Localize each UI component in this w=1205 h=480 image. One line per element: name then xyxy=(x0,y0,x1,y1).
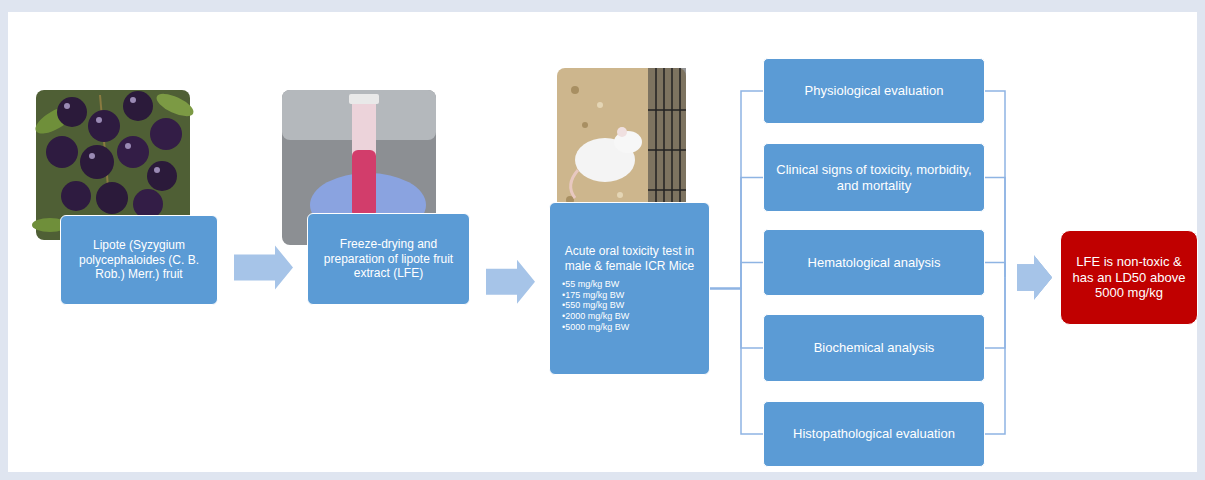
source-box: Lipote (Syzygium polycephaloides (C. B. … xyxy=(60,215,218,305)
bracket-connector xyxy=(710,289,763,349)
mouse-ear xyxy=(617,127,627,137)
bedding-chip xyxy=(571,86,579,94)
bracket-line xyxy=(710,289,763,349)
bracket-line xyxy=(710,289,763,435)
cage-grid xyxy=(648,68,686,220)
berry xyxy=(80,145,114,179)
arrow-shape xyxy=(234,246,293,290)
dose-item: •550 mg/kg BW xyxy=(558,300,701,311)
berry-highlight xyxy=(89,153,95,159)
box-label: Acute oral toxicity test in male & femal… xyxy=(558,244,701,273)
bracket-connector xyxy=(710,289,763,435)
dose-item: •2000 mg/kg BW xyxy=(558,311,701,322)
bracket-line xyxy=(985,91,1005,278)
bedding-chip xyxy=(582,122,588,128)
box-label: Freeze-drying and preparation of lipote … xyxy=(316,237,461,280)
dose-item: •55 mg/kg BW xyxy=(558,279,701,290)
box-label: Lipote (Syzygium polycephaloides (C. B. … xyxy=(69,238,209,281)
berry xyxy=(123,91,153,121)
mouse-tail xyxy=(571,170,578,198)
mouse-photo xyxy=(557,68,686,220)
cage-wire xyxy=(648,68,686,220)
leaf xyxy=(153,89,196,120)
box-label: Hematological analysis xyxy=(772,255,976,271)
test-box: Acute oral toxicity test in male & femal… xyxy=(549,202,710,375)
pink-extract xyxy=(352,150,376,218)
bracket-line xyxy=(710,263,763,289)
arrow-shape xyxy=(1017,256,1052,300)
arrow-shape xyxy=(1017,256,1052,300)
dose-item: •175 mg/kg BW xyxy=(558,290,701,301)
block-arrow xyxy=(234,246,293,290)
box-label: Clinical signs of toxicity, morbidity, a… xyxy=(772,162,976,193)
bracket-connector xyxy=(710,263,763,289)
arrow-shape xyxy=(1017,256,1052,300)
berry xyxy=(117,136,149,168)
berry xyxy=(88,110,120,142)
bracket-line xyxy=(985,178,1005,278)
tube-cap xyxy=(349,94,379,104)
berry-highlight xyxy=(154,167,160,173)
berry xyxy=(57,97,87,127)
process-box: Freeze-drying and preparation of lipote … xyxy=(307,213,470,305)
bracket-line xyxy=(985,278,1005,435)
analysis-box: Clinical signs of toxicity, morbidity, a… xyxy=(763,143,985,212)
bracket-connector xyxy=(985,256,1052,435)
berry-highlight xyxy=(125,143,131,149)
box-label: Histopathological evaluation xyxy=(772,426,976,442)
box-label: Biochemical analysis xyxy=(772,340,976,356)
bracket-connector xyxy=(985,256,1052,300)
bracket-line xyxy=(985,263,1005,278)
analysis-box: Histopathological evaluation xyxy=(763,401,985,467)
berry xyxy=(46,136,78,168)
box-label: Physiological evaluation xyxy=(772,83,976,99)
block-arrow xyxy=(486,260,535,304)
arrow-shape xyxy=(1017,256,1052,300)
berry xyxy=(147,161,177,191)
analysis-box: Hematological analysis xyxy=(763,229,985,296)
berry-highlight xyxy=(64,103,70,109)
bracket-connector xyxy=(710,91,763,289)
box-label: LFE is non-toxic & has an LD50 above 500… xyxy=(1069,254,1189,301)
berry xyxy=(61,181,91,211)
analysis-box: Physiological evaluation xyxy=(763,58,985,124)
bracket-line xyxy=(710,91,763,289)
bracket-line xyxy=(710,178,763,289)
berry xyxy=(150,118,182,150)
dose-item: •5000 mg/kg BW xyxy=(558,322,701,333)
bracket-connector xyxy=(985,178,1052,300)
bracket-connector xyxy=(985,256,1052,349)
bedding-chip xyxy=(597,102,603,108)
bracket-line xyxy=(985,278,1005,349)
sample-tube xyxy=(352,98,376,218)
bedding-chip xyxy=(617,192,623,198)
bracket-connector xyxy=(710,178,763,289)
arrow-shape xyxy=(1017,256,1052,300)
white-panel xyxy=(8,12,1197,472)
berry-highlight xyxy=(130,97,136,103)
berry xyxy=(96,182,128,214)
result-box: LFE is non-toxic & has an LD50 above 500… xyxy=(1060,230,1198,325)
analysis-box: Biochemical analysis xyxy=(763,314,985,382)
berry-highlight xyxy=(96,117,102,123)
arrow-shape xyxy=(486,260,535,304)
bracket-connector xyxy=(985,91,1052,300)
